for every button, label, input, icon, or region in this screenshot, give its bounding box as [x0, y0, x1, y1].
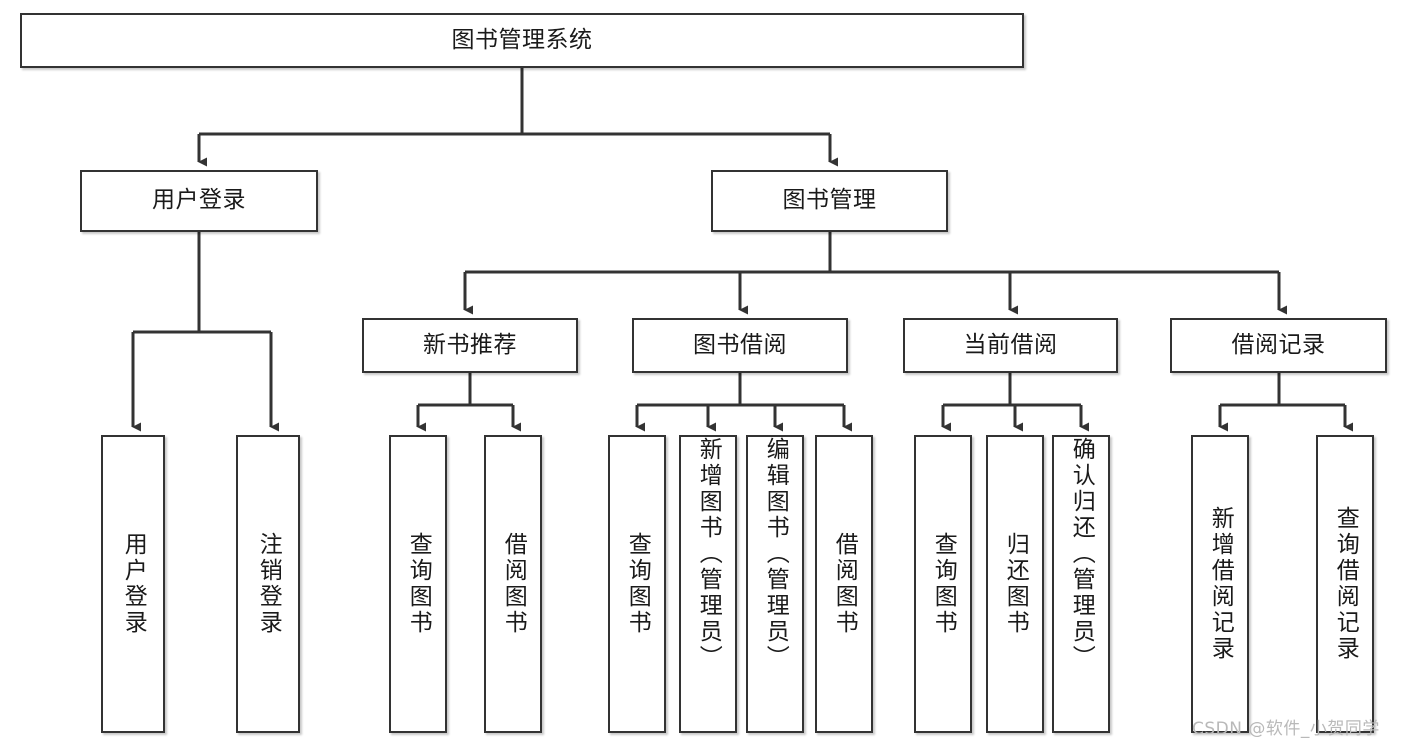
node-leaf-borrow-book-2-label: 借阅图书	[831, 532, 858, 636]
node-leaf-logout[interactable]: 注销登录	[236, 435, 300, 733]
node-leaf-borrow-book-1[interactable]: 借阅图书	[484, 435, 542, 733]
node-leaf-query-record[interactable]: 查询借阅记录	[1316, 435, 1374, 733]
node-leaf-logout-label: 注销登录	[255, 532, 282, 636]
node-root-label: 图书管理系统	[451, 26, 593, 53]
node-book-borrow-label: 图书借阅	[693, 331, 787, 358]
node-leaf-confirm-return-label: 确认归还（管理员）	[1068, 437, 1095, 671]
node-leaf-return-book-label: 归还图书	[1002, 532, 1029, 636]
node-leaf-edit-book[interactable]: 编辑图书（管理员）	[746, 435, 804, 733]
node-leaf-add-book[interactable]: 新增图书（管理员）	[679, 435, 737, 733]
node-leaf-add-book-label: 新增图书（管理员）	[695, 437, 722, 671]
node-leaf-confirm-return[interactable]: 确认归还（管理员）	[1052, 435, 1110, 733]
node-leaf-return-book[interactable]: 归还图书	[986, 435, 1044, 733]
node-leaf-user-login-label: 用户登录	[120, 532, 147, 636]
node-leaf-borrow-book-2[interactable]: 借阅图书	[815, 435, 873, 733]
node-borrow-record-label: 借阅记录	[1231, 331, 1326, 358]
node-borrow-record[interactable]: 借阅记录	[1170, 318, 1387, 373]
node-current-borrow[interactable]: 当前借阅	[903, 318, 1118, 373]
node-leaf-edit-book-label: 编辑图书（管理员）	[762, 437, 789, 671]
node-leaf-query-book-2-label: 查询图书	[624, 532, 651, 636]
node-user-login-label: 用户登录	[152, 187, 246, 214]
node-leaf-query-book-1[interactable]: 查询图书	[389, 435, 447, 733]
node-new-book-rec-label: 新书推荐	[423, 331, 517, 358]
node-leaf-add-record[interactable]: 新增借阅记录	[1191, 435, 1249, 733]
node-user-login[interactable]: 用户登录	[80, 170, 318, 232]
node-leaf-user-login[interactable]: 用户登录	[101, 435, 165, 733]
node-new-book-rec[interactable]: 新书推荐	[362, 318, 578, 373]
node-leaf-query-record-label: 查询借阅记录	[1332, 506, 1359, 662]
node-book-manage[interactable]: 图书管理	[711, 170, 948, 232]
node-book-borrow[interactable]: 图书借阅	[632, 318, 848, 373]
node-leaf-add-record-label: 新增借阅记录	[1207, 506, 1234, 662]
node-leaf-query-book-1-label: 查询图书	[405, 532, 432, 636]
node-book-manage-label: 图书管理	[782, 187, 877, 214]
csdn-watermark: CSDN @软件_小贺同学	[1192, 719, 1380, 739]
node-leaf-query-book-2[interactable]: 查询图书	[608, 435, 666, 733]
node-leaf-query-book-3[interactable]: 查询图书	[914, 435, 972, 733]
node-current-borrow-label: 当前借阅	[963, 331, 1058, 358]
node-leaf-borrow-book-1-label: 借阅图书	[500, 532, 527, 636]
node-leaf-query-book-3-label: 查询图书	[930, 532, 957, 636]
node-root[interactable]: 图书管理系统	[20, 13, 1024, 68]
